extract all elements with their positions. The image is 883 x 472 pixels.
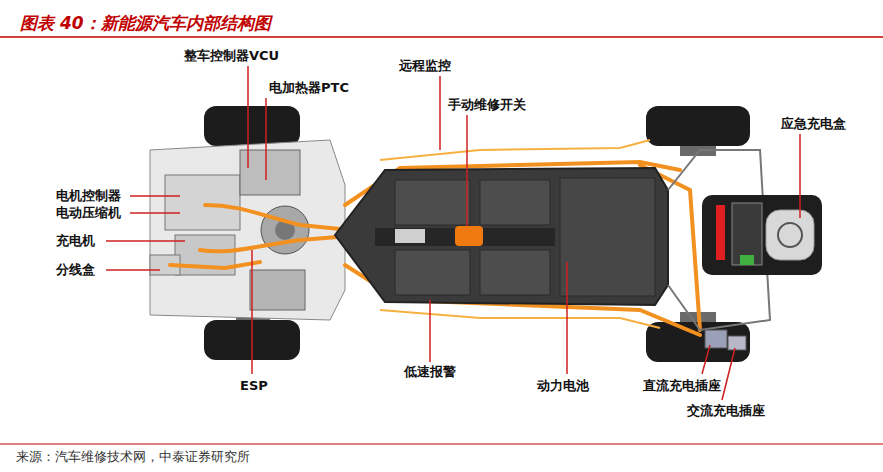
part-label: ESP	[239, 378, 269, 394]
caption-rule	[0, 444, 883, 445]
part-label: 手动维修开关	[447, 97, 527, 113]
part-label: 整车控制器VCU	[183, 48, 280, 64]
part-label: 动力电池	[536, 378, 590, 394]
part-label: 直流充电插座	[642, 378, 722, 394]
part-label: 电加热器PTC	[268, 80, 350, 96]
part-label: 远程监控	[398, 58, 452, 74]
emergency-charge-box	[702, 195, 822, 275]
title-rule	[0, 36, 883, 38]
part-label: 应急充电盒	[780, 116, 847, 132]
dc-port	[705, 330, 727, 348]
ac-port	[728, 336, 746, 350]
figure-title: 图表 40：新能源汽车内部结构图	[20, 12, 271, 34]
part-label: 电动压缩机	[55, 205, 122, 221]
leader-lines	[106, 66, 800, 400]
source-caption: 来源：汽车维修技术网，中泰证券研究所	[16, 449, 250, 465]
rear-frame	[668, 150, 770, 330]
part-label: 分线盒	[55, 262, 96, 278]
part-label: 充电机	[55, 233, 96, 249]
battery-pack	[335, 168, 668, 305]
part-label: 电机控制器	[55, 188, 122, 204]
part-label: 低速报警	[403, 364, 457, 380]
part-label: 交流充电插座	[686, 403, 766, 419]
hv-cables	[170, 162, 700, 335]
